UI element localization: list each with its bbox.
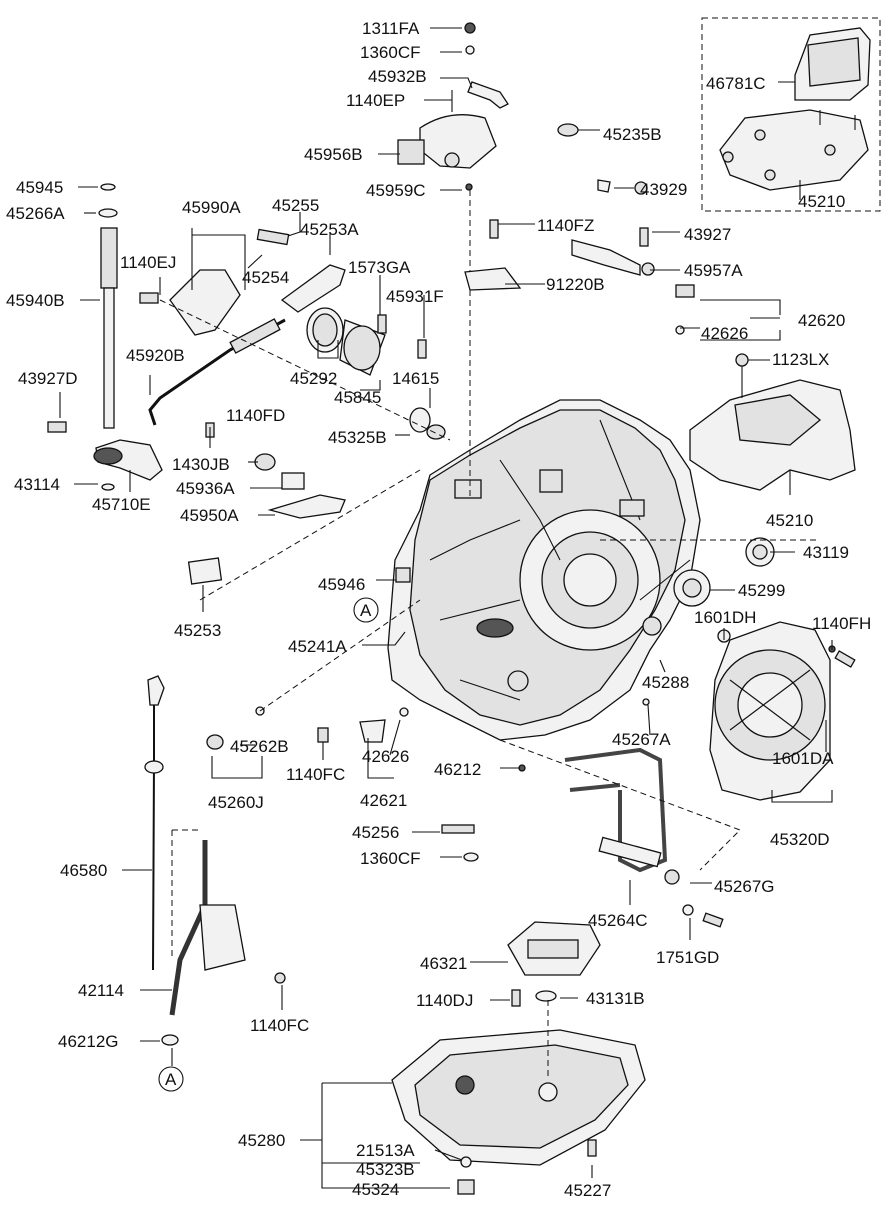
- part-label: 91220B: [546, 275, 605, 294]
- part-label: A: [360, 601, 372, 620]
- part-label: 45241A: [288, 637, 347, 656]
- part-label: 45260J: [208, 793, 264, 812]
- part-label: 1360CF: [360, 849, 420, 868]
- shift-rod: [139, 269, 286, 426]
- part-label: 46580: [60, 861, 107, 880]
- transaxle-case: [387, 399, 701, 741]
- part-label: 45254: [242, 268, 289, 287]
- part-label: 43114: [14, 475, 60, 494]
- part-label: 45266A: [6, 204, 65, 223]
- inset-box: [701, 17, 881, 212]
- part-label: 45288: [642, 673, 689, 692]
- part-label: 45267A: [612, 730, 671, 749]
- part-label: 45210: [766, 511, 813, 530]
- part-label: 46781C: [706, 74, 766, 93]
- part-label: 1140EP: [346, 91, 405, 110]
- part-label: 45325B: [328, 428, 387, 447]
- part-label: 1140FC: [286, 765, 345, 784]
- dipstick-assembly: [144, 675, 286, 1046]
- part-label: 45320D: [770, 830, 830, 849]
- part-label: 1430JB: [172, 455, 230, 474]
- part-label: 43927: [684, 225, 731, 244]
- part-label: 45227: [564, 1181, 611, 1200]
- part-label: 45292: [290, 369, 337, 388]
- part-label: 45932B: [368, 67, 427, 86]
- part-label: 45267G: [714, 877, 775, 896]
- part-label: 45945: [16, 178, 63, 197]
- part-label: 1140FC: [250, 1016, 309, 1035]
- part-label: 21513A: [356, 1141, 415, 1160]
- part-label: 42621: [360, 791, 407, 810]
- part-label: 45280: [238, 1131, 285, 1150]
- part-label: 45710E: [92, 495, 151, 514]
- part-label: 43119: [803, 543, 849, 562]
- part-label: 45253A: [300, 220, 359, 239]
- part-label: 45936A: [176, 479, 235, 498]
- part-label: 45940B: [6, 291, 65, 310]
- oil-filter: [507, 921, 601, 1007]
- part-label: 14615: [392, 369, 439, 388]
- part-label: 45299: [738, 581, 785, 600]
- oil-tube: [564, 747, 724, 928]
- leader-lines: [59, 27, 833, 1189]
- part-label: 45253: [174, 621, 221, 640]
- oil-pan: [391, 1029, 646, 1195]
- part-label: 1311FA: [362, 19, 420, 38]
- part-label: 45959C: [366, 181, 426, 200]
- part-label: 45990A: [182, 198, 241, 217]
- part-label: 1601DA: [772, 749, 834, 768]
- part-label: 43131B: [586, 989, 645, 1008]
- part-label: 45950A: [180, 506, 239, 525]
- part-label: 42626: [701, 324, 748, 343]
- manual-shaft: [47, 183, 163, 491]
- part-label: 1573GA: [348, 258, 411, 277]
- part-label: 46212G: [58, 1032, 119, 1051]
- part-label: 1601DH: [694, 608, 756, 627]
- part-label: 45845: [334, 388, 381, 407]
- part-label: 1751GD: [656, 948, 719, 967]
- part-label: 45264C: [588, 911, 648, 930]
- part-label: 42620: [798, 311, 845, 330]
- part-label: 1140FH: [812, 614, 871, 633]
- part-label: A: [165, 1070, 177, 1089]
- part-label: 45920B: [126, 346, 185, 365]
- part-label: 45255: [272, 196, 319, 215]
- part-label: 45324: [352, 1180, 399, 1199]
- reference-marker-a-bottom: [158, 1066, 184, 1092]
- part-label: 1360CF: [360, 43, 420, 62]
- detent-parts: [187, 422, 411, 585]
- part-label: 42626: [362, 747, 409, 766]
- part-label: 45262B: [230, 737, 289, 756]
- part-label: 46212: [434, 760, 481, 779]
- mount-bracket: [673, 353, 856, 607]
- part-label: 42114: [78, 981, 124, 1000]
- part-label: 45210: [798, 192, 845, 211]
- part-label: 1140DJ: [416, 991, 473, 1010]
- part-label: 45235B: [603, 125, 662, 144]
- seal-rings: [256, 228, 446, 440]
- reference-marker-a-top: [353, 597, 379, 623]
- part-label: 45256: [352, 823, 399, 842]
- part-label: 1140EJ: [120, 253, 176, 272]
- part-label: 45946: [318, 575, 365, 594]
- inset-parts: [719, 27, 871, 191]
- part-label: 1140FZ: [537, 216, 594, 235]
- part-label: 45956B: [304, 145, 363, 164]
- misc-fasteners: [206, 123, 856, 862]
- part-label: 45931F: [386, 287, 444, 306]
- part-label: 45957A: [684, 261, 743, 280]
- part-labels: 1311FA 1360CF 45932B 1140EP 45956B 45959…: [6, 19, 871, 1200]
- part-label: 43927D: [18, 369, 78, 388]
- part-label: 46321: [420, 954, 467, 973]
- part-label: 1123LX: [772, 350, 829, 369]
- part-label: 1140FD: [226, 406, 285, 425]
- part-label: 43929: [640, 180, 687, 199]
- part-label: 45323B: [356, 1160, 415, 1179]
- inhibitor-switch: [397, 22, 509, 500]
- side-cover: [709, 621, 831, 801]
